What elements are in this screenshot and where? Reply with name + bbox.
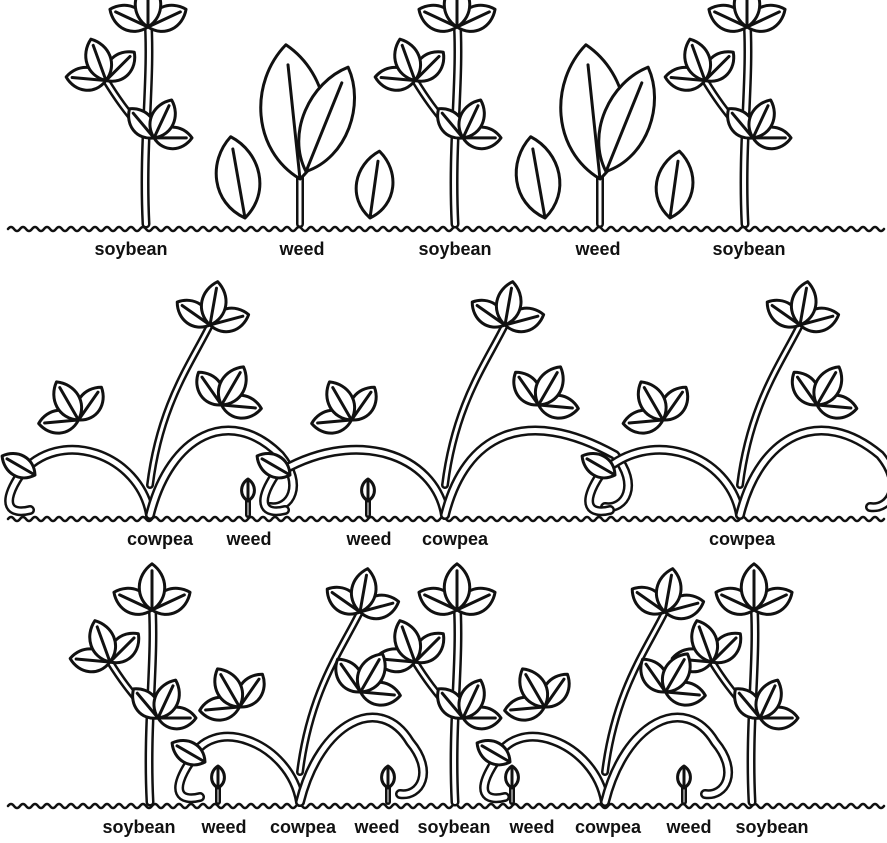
leaflet xyxy=(0,447,40,485)
sprout-leaf xyxy=(242,479,255,501)
sprout-leaf xyxy=(506,766,519,788)
sprout-leaf xyxy=(212,766,225,788)
plant-label: soybean xyxy=(712,240,785,258)
plant-label: cowpea xyxy=(575,818,641,836)
plant-label: cowpea xyxy=(422,530,488,548)
plant-label: weed xyxy=(354,818,399,836)
plant-label: weed xyxy=(509,818,554,836)
plant-label: soybean xyxy=(417,818,490,836)
plant-label: soybean xyxy=(102,818,175,836)
plant-label: cowpea xyxy=(270,818,336,836)
sprout-leaf xyxy=(382,766,395,788)
plant-label: cowpea xyxy=(127,530,193,548)
weed-leaf xyxy=(652,149,697,221)
plant-label: soybean xyxy=(94,240,167,258)
plant-label: soybean xyxy=(735,818,808,836)
panel-cowpea-weed xyxy=(0,280,887,521)
panel-soybean-weed xyxy=(8,0,884,231)
sprout-leaf xyxy=(362,479,375,501)
weed-leaf xyxy=(510,133,566,222)
panel-intercrop xyxy=(8,564,884,808)
plant-label: weed xyxy=(346,530,391,548)
weed-leaf xyxy=(352,149,397,221)
leaflet xyxy=(741,564,766,610)
leaflet xyxy=(444,564,469,610)
plant-label: soybean xyxy=(418,240,491,258)
plant-label: weed xyxy=(666,818,711,836)
plant-label: weed xyxy=(201,818,246,836)
sprout-leaf xyxy=(678,766,691,788)
plant-label: cowpea xyxy=(709,530,775,548)
leaflet xyxy=(139,564,164,610)
plant-label: weed xyxy=(279,240,324,258)
weed-leaf xyxy=(210,133,266,222)
soil-line xyxy=(8,227,884,231)
plant-label: weed xyxy=(226,530,271,548)
plant-label: weed xyxy=(575,240,620,258)
